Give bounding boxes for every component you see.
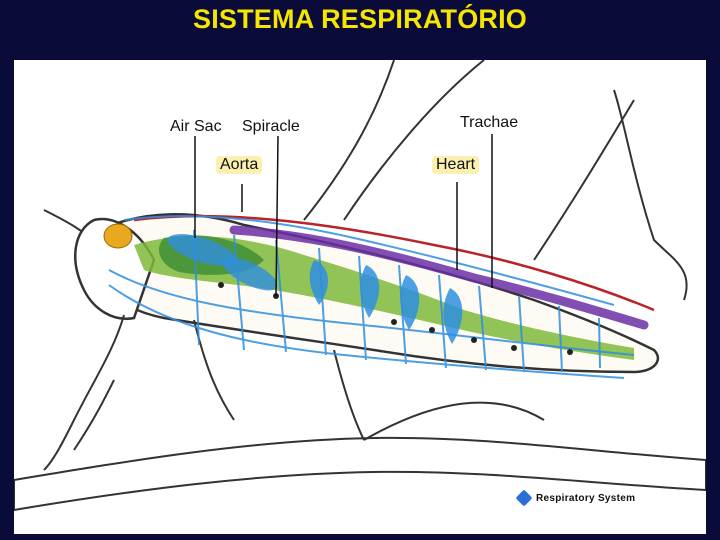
spiracles (218, 282, 573, 355)
air-sac (309, 260, 329, 305)
label-spiracle: Spiracle (242, 118, 300, 135)
air-sac (360, 265, 380, 318)
legend-text: Respiratory System (536, 492, 636, 504)
diagram-panel: Air Sac Spiracle Trachae Aorta Heart Res… (14, 60, 706, 534)
front-leg (43, 314, 125, 471)
brain (103, 223, 133, 249)
label-aorta: Aorta (216, 156, 263, 174)
air-sac (167, 234, 237, 266)
legend-diamond-icon (515, 489, 533, 507)
label-heart: Heart (432, 156, 480, 174)
forewing (303, 60, 485, 221)
leader-lines (194, 134, 493, 297)
air-sac (400, 275, 420, 330)
label-trachae: Trachae (460, 114, 519, 131)
hind-leg (333, 349, 545, 441)
grasshopper-illustration (14, 60, 706, 512)
label-air-sac: Air Sac (170, 118, 222, 135)
legend: Respiratory System (515, 489, 636, 507)
heart-tube (229, 225, 649, 330)
branch (14, 436, 706, 512)
hindwing (533, 89, 688, 301)
slide-title: SISTEMA RESPIRATÓRIO (192, 4, 528, 34)
air-sac (443, 288, 463, 344)
branch-twig (73, 379, 115, 451)
middle-leg (193, 319, 235, 421)
